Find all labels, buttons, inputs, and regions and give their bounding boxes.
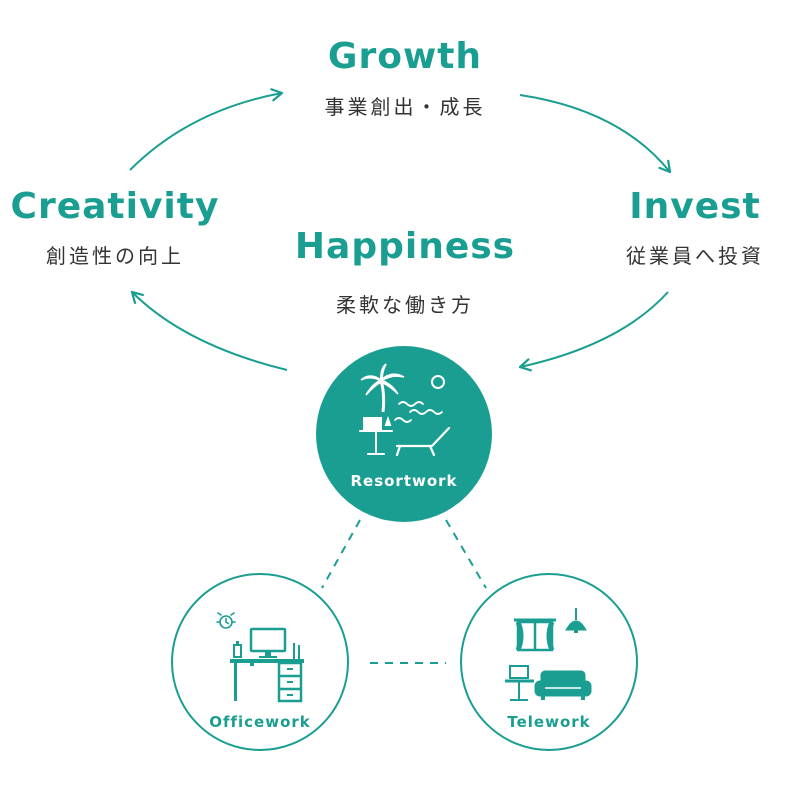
- arrow-growth-to-invest: [519, 94, 672, 174]
- arrow-creativity-to-growth: [129, 88, 284, 171]
- happiness-title: Happiness: [294, 226, 516, 267]
- monitor-desk-icon: [230, 627, 304, 701]
- dashed-link-resort-office: [321, 519, 361, 589]
- palm-tree-icon: [360, 363, 405, 413]
- creativity-subtitle: 創造性の向上: [46, 244, 184, 268]
- resortwork-circle: [316, 346, 492, 522]
- growth-title: Growth: [327, 36, 483, 77]
- sun-icon: [431, 375, 445, 389]
- sofa-icon: [534, 670, 592, 700]
- waves-icon: [394, 401, 443, 423]
- resortwork-label: Resortwork: [350, 472, 458, 490]
- dashed-link-resort-tele: [445, 519, 487, 589]
- arrow-resortwork-to-creativity: [130, 290, 288, 371]
- window-icon: [514, 618, 556, 652]
- pendant-lamp-icon: [565, 608, 587, 633]
- happiness-subtitle: 柔軟な働き方: [336, 293, 474, 317]
- clock-icon: [216, 612, 236, 629]
- growth-subtitle: 事業創出・成長: [324, 95, 486, 119]
- telework-circle: [460, 573, 638, 751]
- laptop-desk-icon: [359, 415, 393, 455]
- laptop-table-icon: [505, 665, 534, 701]
- invest-subtitle: 従業員へ投資: [626, 244, 764, 268]
- telework-label: Telework: [507, 713, 591, 731]
- invest-title: Invest: [629, 186, 761, 227]
- officework-label: Officework: [209, 713, 311, 731]
- beach-chair-icon: [395, 426, 451, 457]
- cabinet-icon: [277, 643, 303, 703]
- arrow-invest-to-resortwork: [518, 291, 669, 372]
- creativity-title: Creativity: [10, 186, 220, 227]
